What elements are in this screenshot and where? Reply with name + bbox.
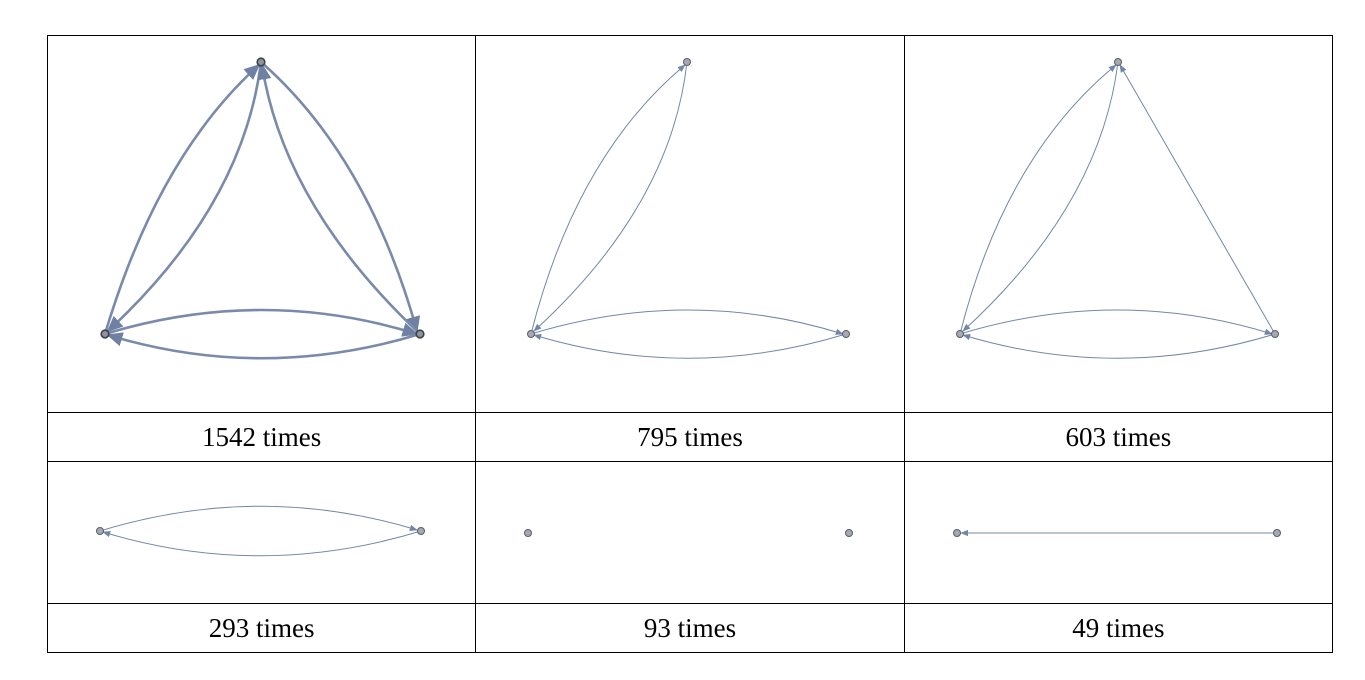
edge-left-to-top [103,63,261,335]
caption-93: 93 times [475,603,905,653]
edge-right-to-left [102,530,422,557]
edge-left-to-right [99,505,418,532]
graph-cell [46,461,477,604]
edge-right-to-left [961,333,1275,359]
caption-603: 603 times [903,412,1334,462]
node-top [1113,58,1122,66]
edge-right-to-top [257,63,421,335]
caption-row: 1542 times 795 times 603 times [46,412,1334,462]
caption-293: 293 times [46,603,477,653]
edge-right-to-top [1119,64,1276,335]
node-right [417,527,425,535]
graph-row [46,461,1334,604]
results-table: 1542 times 795 times 603 times [46,35,1334,653]
edge-left-to-right [959,309,1273,335]
caption-795: 795 times [475,412,905,462]
edge-top-to-left [106,61,263,333]
edge-left-to-right [104,308,419,337]
edge-left-to-top [959,64,1117,335]
node-right [842,330,851,338]
graph-603 [955,58,1279,359]
graph-93 [524,529,854,537]
edge-right-to-left [106,332,421,360]
node-right [845,529,854,537]
caption-row: 293 times 93 times 49 times [46,603,1334,653]
edge-left-to-right [531,309,845,335]
graph-293 [96,505,425,557]
graph-cell [903,35,1334,413]
node-top [256,57,266,67]
caption-1542: 1542 times [46,412,477,462]
node-right [1270,330,1279,338]
node-left [527,330,536,338]
node-right [415,329,425,339]
caption-49: 49 times [903,603,1334,653]
node-left [524,529,533,537]
graph-49 [952,529,1281,537]
graph-row [46,35,1334,413]
edge-top-to-left [533,61,688,332]
node-left [952,529,961,537]
graph-cell [903,461,1334,604]
node-left [955,330,964,338]
node-right [1272,529,1281,537]
node-top [683,58,692,66]
node-left [96,527,104,535]
graph-cell [46,35,477,413]
graph-cell [475,35,905,413]
edge-top-to-right [260,61,421,333]
graph-cell [475,461,905,604]
node-left [100,329,110,339]
edge-left-to-top [530,64,686,335]
edge-right-to-left [533,333,847,359]
edge-top-to-left [962,61,1119,332]
graph-1542 [100,57,425,360]
graph-795 [527,58,851,359]
